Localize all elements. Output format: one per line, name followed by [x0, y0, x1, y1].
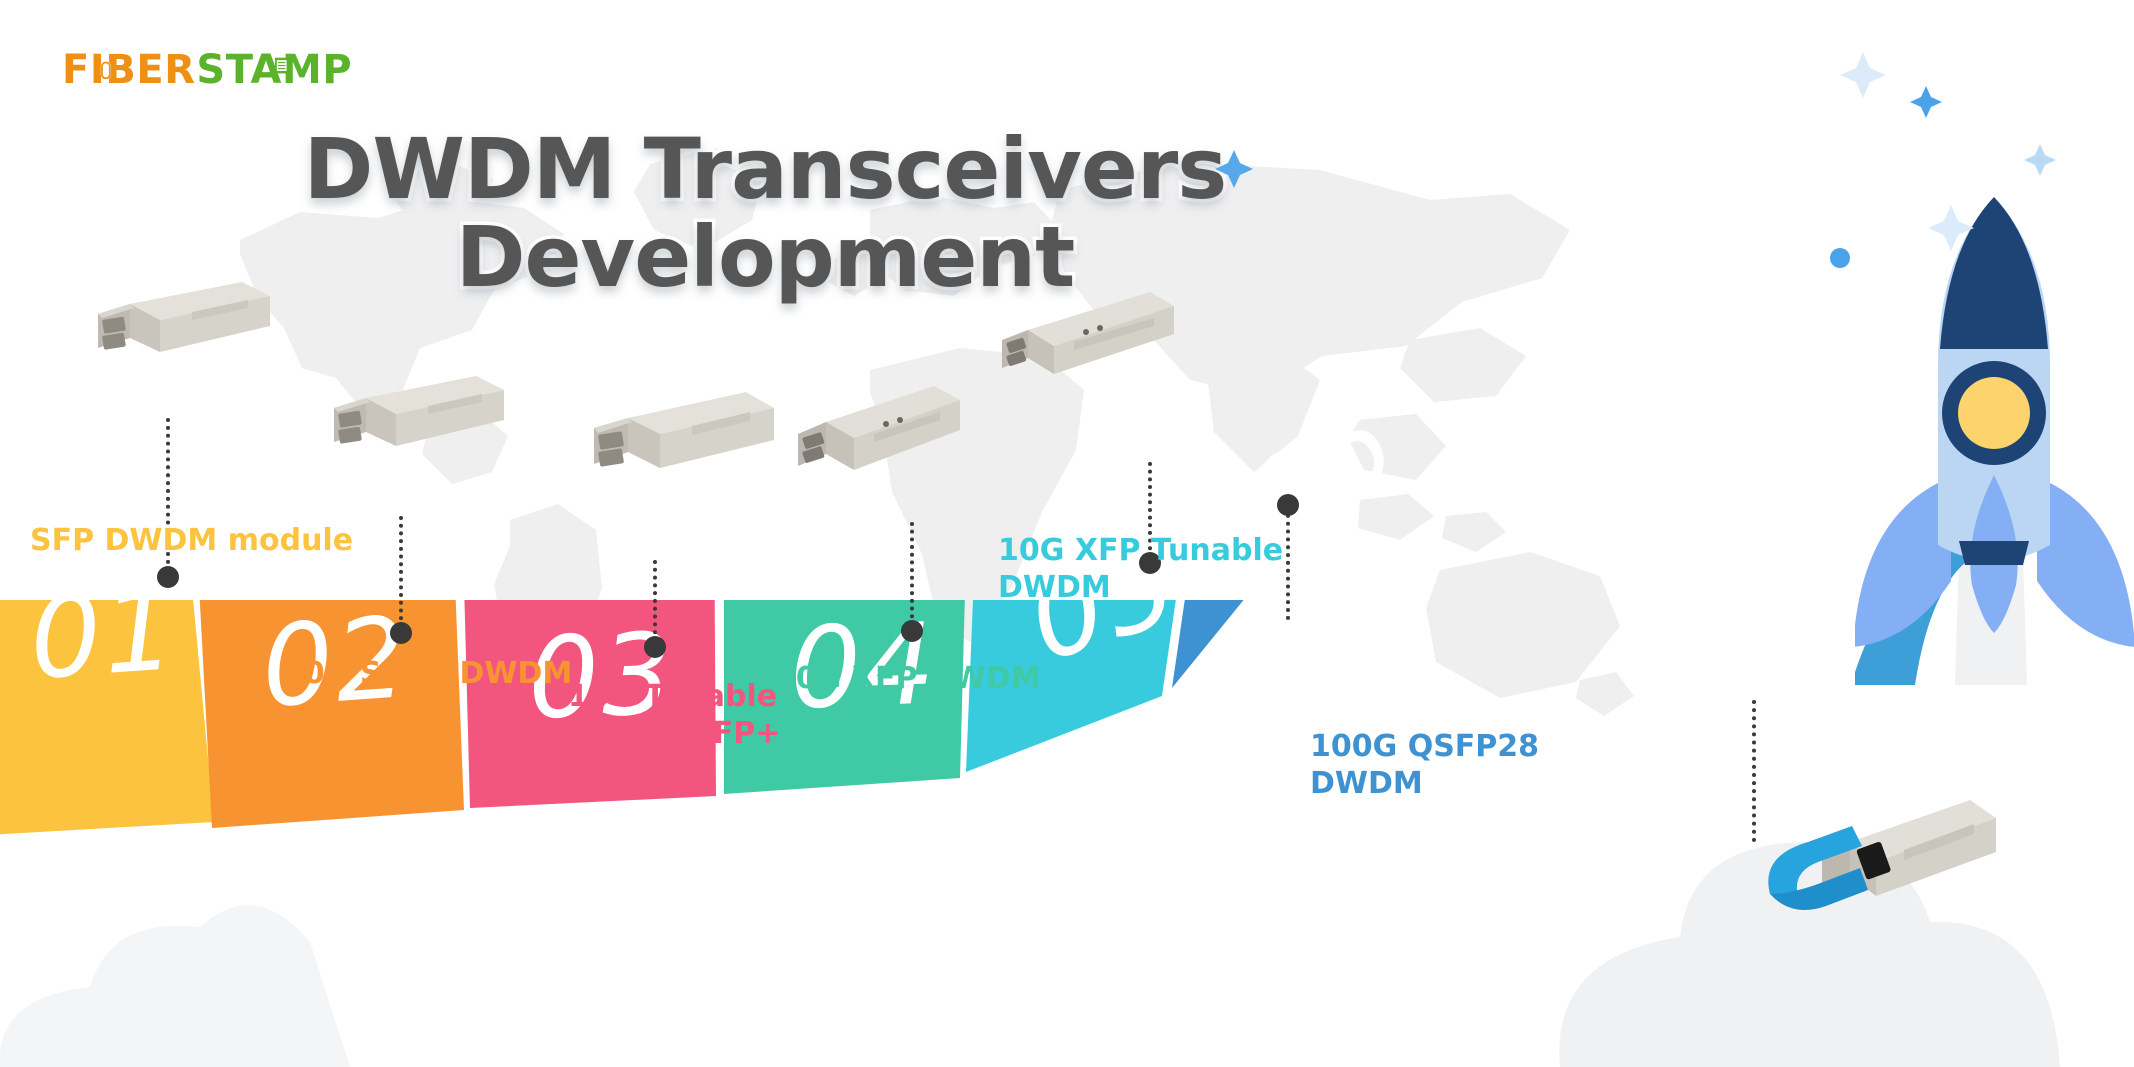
module-icon-sfp-dwdm	[98, 282, 270, 352]
module-icon-100g-qsfp28-dwdm	[1768, 800, 1996, 910]
ribbon-segment-01	[0, 600, 214, 835]
sparkle-icon-4	[2024, 144, 2056, 176]
step-label-01: SFP DWDM module	[30, 523, 354, 558]
module-icon-10g-xfp-tunable-dwdm	[1002, 292, 1174, 374]
module-icon-10g-tunable-dwdm-sfp-plus	[594, 392, 774, 468]
ribbon-segment-05	[966, 600, 1176, 772]
step-label-04: 10G XFP DWDM	[775, 661, 1041, 696]
module-icon-10g-sfp-plus-dwdm	[334, 376, 504, 446]
sparkle-icon-5	[1830, 248, 1850, 268]
sparkle-icon-3	[1215, 150, 1253, 188]
fiberstamp-logo-icon: FIBER STAMP	[62, 48, 352, 93]
segment-number-01: 01	[25, 565, 181, 705]
ribbon-segment-06	[1172, 600, 1244, 688]
step-label-02: 10G SFP+ DWDM	[283, 656, 573, 691]
sparkle-icon-1	[1840, 52, 1886, 98]
ribbon-segment-02	[199, 600, 464, 828]
ribbon-segment-04	[724, 600, 965, 794]
step-label-05: 10G XFP Tunable DWDM	[998, 533, 1284, 606]
logo-fiber-text: FIBER	[62, 48, 196, 93]
logo-stamp-text: STAMP	[196, 48, 352, 93]
module-icon-10g-xfp-dwdm	[798, 386, 960, 470]
step-label-03: 10G Tunable DWDM SFP+	[568, 679, 781, 752]
rocket-icon	[1855, 197, 2134, 685]
sparkle-icon-2	[1910, 86, 1942, 118]
brand-logo[interactable]: FIBER STAMP	[62, 48, 437, 94]
step-label-06: 100G QSFP28 DWDM	[1310, 729, 1540, 802]
